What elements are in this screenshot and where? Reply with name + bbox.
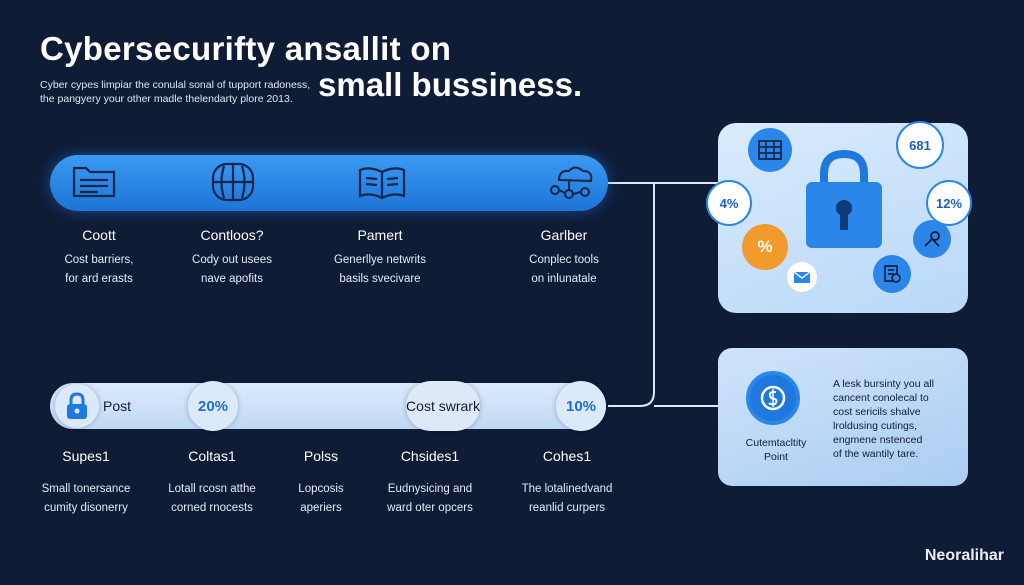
row2-label-3: Polss: [303, 448, 339, 464]
row1-label-1: Coott: [82, 227, 116, 243]
bar2-post-label: Post: [103, 398, 132, 414]
bar2-cost-label: Cost swrark: [406, 381, 480, 431]
padlock-icon: [804, 149, 884, 250]
chart-monitor-icon: [748, 128, 792, 172]
subtitle-line1: Cyber cypes limpiar the conulal sonal of…: [40, 79, 311, 91]
row2-label-1: Supes1: [62, 448, 110, 464]
stat-12pct-badge: 12%: [926, 180, 972, 226]
book-icon: [356, 162, 408, 202]
lock-badge: [55, 384, 99, 428]
bar2-percent-10: 10%: [556, 381, 606, 431]
stat-percent-badge: %: [742, 224, 788, 270]
row1-desc-1: Cost barriers,for ard erasts: [64, 254, 134, 285]
bar2-percent-20: 20%: [188, 381, 238, 431]
info-panel-caption: Cutemtacltity Point: [745, 437, 807, 463]
doc-check-icon: [873, 255, 911, 293]
tools-icon: [913, 220, 951, 258]
cloud-network-icon: [545, 162, 597, 202]
info-panel-text: A lesk bursinty you all cancent conoleca…: [833, 378, 934, 460]
top-process-bar: [50, 155, 608, 211]
mail-icon: [787, 262, 817, 292]
globe-icon: [207, 162, 259, 202]
lock-icon: [67, 392, 87, 419]
row2-label-5: Cohes1: [542, 448, 592, 464]
row2-label-4: Chsides1: [400, 448, 460, 464]
dollar-icon: [746, 371, 800, 425]
bottom-process-bar: [50, 383, 606, 429]
stat-4pct-badge: 4%: [706, 180, 752, 226]
row2-label-2: Coltas1: [188, 448, 236, 464]
page-subtitle: Cyber cypes limpiar the conulal sonal of…: [40, 78, 310, 106]
row1-label-4: Garlber: [540, 227, 588, 243]
subtitle-line2: the pangyery your other madle thelendart…: [40, 93, 293, 105]
row1-label-3: Pamert: [357, 227, 403, 243]
brand-logo: Neoralihar: [924, 547, 1004, 564]
document-icon: [68, 162, 120, 202]
stat-681-badge: 681: [896, 121, 944, 169]
row1-label-2: Contloos?: [200, 227, 264, 243]
page-title-line1: Cybersecurifty ansallit on: [40, 30, 452, 67]
page-title-line2: small bussiness.: [318, 66, 583, 103]
